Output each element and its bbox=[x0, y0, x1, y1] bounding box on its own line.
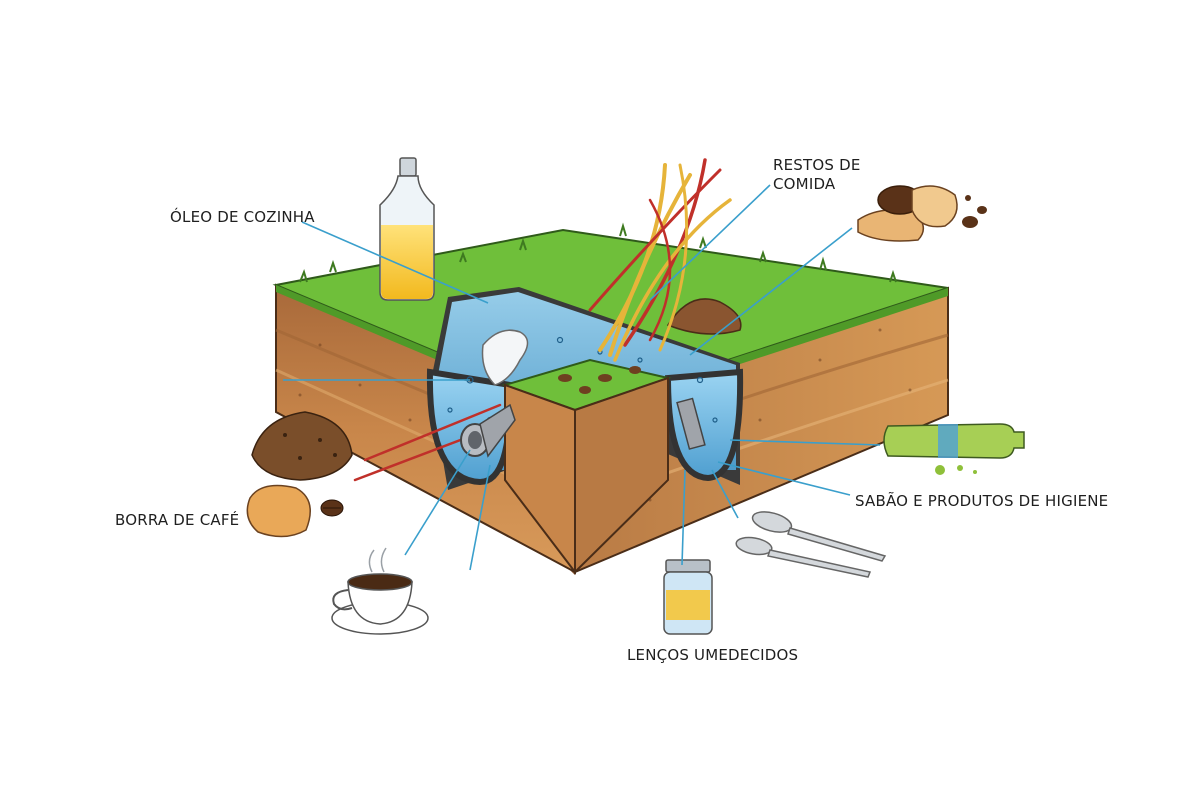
dirt-mound bbox=[666, 298, 742, 335]
label-cooking-oil: ÓLEO DE COZINHA bbox=[170, 208, 315, 226]
middle-grass-block bbox=[501, 358, 672, 575]
roots bbox=[353, 158, 732, 482]
label-food-scraps: RESTOS DE COMIDA bbox=[773, 156, 861, 194]
food-scraps-icon bbox=[857, 185, 987, 242]
label-wet-wipes: LENÇOS UMEDECIDOS bbox=[627, 646, 799, 664]
coffee-cup-icon bbox=[331, 547, 429, 635]
oil-bottle-icon bbox=[379, 157, 435, 301]
coffee-grounds-icon bbox=[251, 411, 353, 481]
label-food-scraps-line2: COMIDA bbox=[773, 175, 836, 193]
bread-icon bbox=[246, 484, 344, 538]
jar-icon bbox=[663, 559, 713, 635]
pipe-left bbox=[460, 403, 516, 458]
spoons-icon bbox=[735, 511, 887, 578]
tissue bbox=[481, 329, 529, 386]
label-coffee-grounds: BORRA DE CAFÉ bbox=[115, 511, 240, 529]
leader-lines bbox=[283, 184, 881, 571]
label-soap-hygiene: SABÃO E PRODUTOS DE HIGIENE bbox=[855, 492, 1109, 510]
pipe-right bbox=[676, 397, 706, 450]
soil-block bbox=[275, 283, 949, 575]
soap-bottle-icon bbox=[883, 423, 1025, 475]
label-food-scraps-line1: RESTOS DE bbox=[773, 156, 861, 174]
